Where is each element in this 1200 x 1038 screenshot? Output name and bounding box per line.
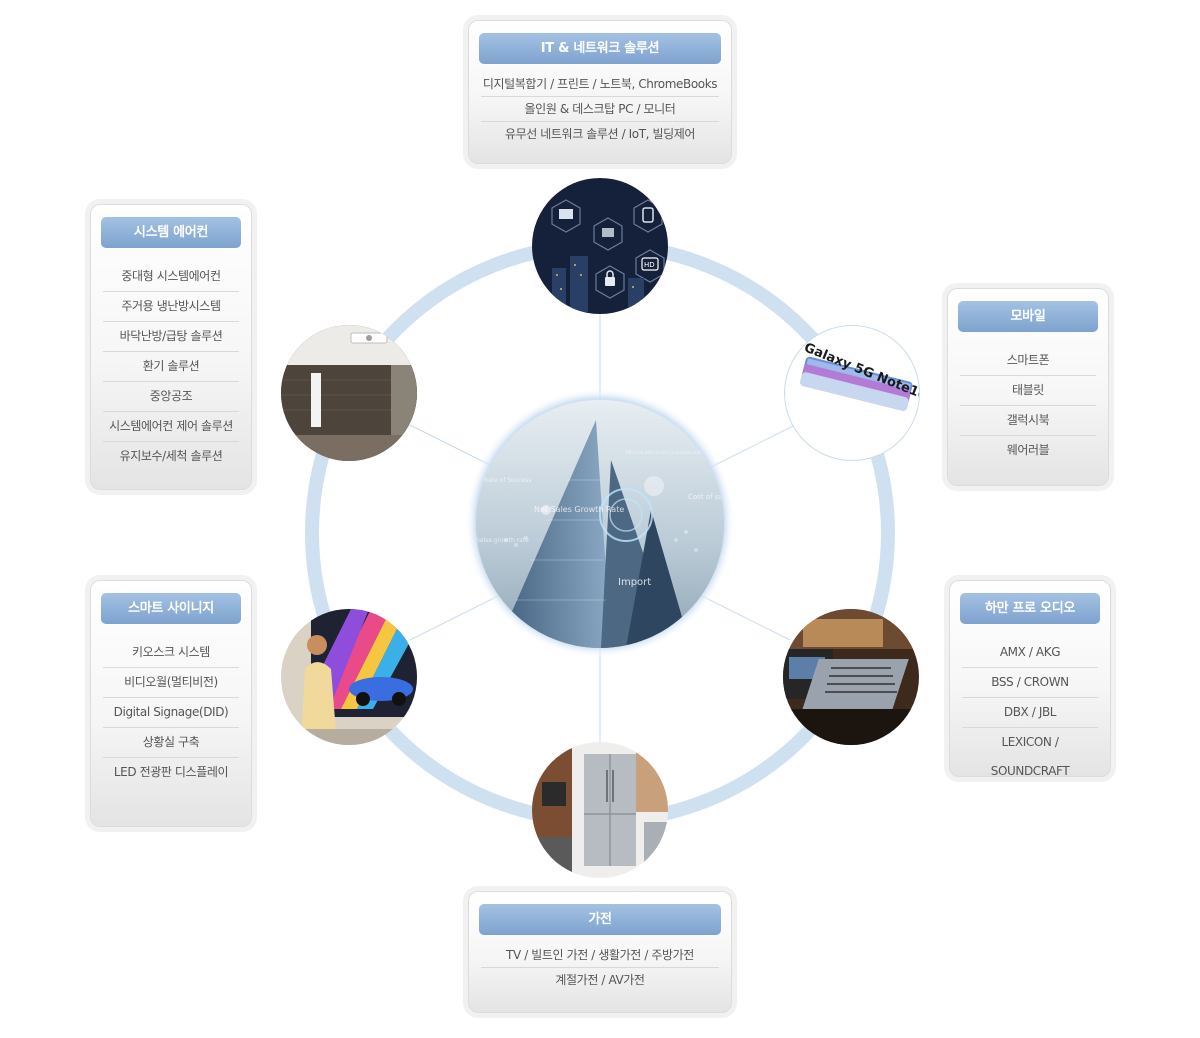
center-label-sales-growth: Sales growth rate — [476, 537, 529, 544]
card-mobile-title: 모바일 — [958, 301, 1098, 332]
card-item: 유무선 네트워크 솔루션 / IoT, 빌딩제어 — [504, 127, 696, 141]
center-label-success: Rate of Success — [484, 477, 532, 484]
card-mobile: 모바일 스마트폰 태블릿 갤럭시북 웨어러블 — [947, 288, 1109, 486]
card-item: 비디오월(멀티비전) — [103, 668, 239, 698]
card-harman-pro-audio-items: AMX / AKG BSS / CROWN DBX / JBL LEXICON … — [960, 638, 1100, 778]
card-item: 올인원 & 데스크탑 PC / 모니터 — [481, 97, 719, 122]
card-home-appliance-title: 가전 — [479, 904, 721, 935]
center-city-image: Net Sales Growth Rate Import Cost of sal… — [476, 400, 724, 648]
card-item: LED 전광판 디스플레이 — [113, 765, 229, 779]
card-home-appliance: 가전 TV / 빌트인 가전 / 생활가전 / 주방가전 계절가전 / AV가전 — [468, 891, 732, 1013]
card-item: 디지털복합기 / 프린트 / 노트북, ChromeBooks — [481, 72, 719, 97]
card-mobile-items: 스마트폰 태블릿 갤럭시북 웨어러블 — [958, 346, 1098, 465]
card-it-network-title: IT & 네트워크 솔루션 — [479, 33, 721, 64]
card-item: Digital Signage(DID) — [103, 698, 239, 728]
center-label-cost: Cost of sales — [688, 493, 724, 501]
card-item: DBX / JBL — [962, 698, 1098, 728]
card-item: 환기 솔루션 — [103, 352, 239, 382]
card-home-appliance-items: TV / 빌트인 가전 / 생활가전 / 주방가전 계절가전 / AV가전 — [479, 943, 721, 992]
card-item: 유지보수/세척 솔루션 — [119, 449, 223, 463]
center-label-net-sales: Net Sales Growth Rate — [534, 505, 624, 514]
pro-audio-image — [783, 609, 919, 745]
card-harman-pro-audio-title: 하만 프로 오디오 — [960, 593, 1100, 624]
card-item: 주거용 냉난방시스템 — [103, 292, 239, 322]
it-network-image: HD — [532, 178, 668, 314]
card-system-aircon-items: 중대형 시스템에어컨 주거용 냉난방시스템 바닥난방/급탕 솔루션 환기 솔루션… — [101, 262, 241, 471]
card-item: 태블릿 — [960, 376, 1096, 406]
center-label-import: Import — [618, 577, 651, 588]
card-item: AMX / AKG — [962, 638, 1098, 668]
card-it-network-items: 디지털복합기 / 프린트 / 노트북, ChromeBooks 올인원 & 데스… — [479, 72, 721, 146]
signage-image — [281, 609, 417, 745]
mobile-image: Galaxy 5G Note10 — [784, 325, 920, 461]
card-system-aircon: 시스템 에어컨 중대형 시스템에어컨 주거용 냉난방시스템 바닥난방/급탕 솔루… — [90, 204, 252, 490]
card-item: 중대형 시스템에어컨 — [103, 262, 239, 292]
card-item: 갤럭시북 — [960, 406, 1096, 436]
appliance-image — [532, 742, 668, 878]
center-label-inspection: Effective part of entry inspection and c… — [626, 450, 722, 455]
hd-label: HD — [644, 261, 655, 269]
card-item: BSS / CROWN — [962, 668, 1098, 698]
card-item: 상황실 구축 — [103, 728, 239, 758]
card-it-network: IT & 네트워크 솔루션 디지털복합기 / 프린트 / 노트북, Chrome… — [468, 20, 732, 164]
card-item: TV / 빌트인 가전 / 생활가전 / 주방가전 — [481, 943, 719, 968]
card-smart-signage-items: 키오스크 시스템 비디오월(멀티비전) Digital Signage(DID)… — [101, 638, 241, 787]
card-item: 스마트폰 — [960, 346, 1096, 376]
spoke-bottom-left — [409, 594, 501, 641]
card-smart-signage: 스마트 사이니지 키오스크 시스템 비디오월(멀티비전) Digital Sig… — [90, 580, 252, 827]
system-aircon-image — [281, 325, 417, 461]
card-system-aircon-title: 시스템 에어컨 — [101, 217, 241, 248]
card-harman-pro-audio: 하만 프로 오디오 AMX / AKG BSS / CROWN DBX / JB… — [949, 580, 1111, 778]
card-item: 웨어러블 — [1006, 443, 1050, 457]
card-item: LEXICON / SOUNDCRAFT — [990, 735, 1070, 778]
card-item: 바닥난방/급탕 솔루션 — [103, 322, 239, 352]
card-smart-signage-title: 스마트 사이니지 — [101, 593, 241, 624]
card-item: 키오스크 시스템 — [103, 638, 239, 668]
spoke-bottom-right — [699, 594, 791, 641]
card-item: 계절가전 / AV가전 — [555, 973, 645, 987]
card-item: 시스템에어컨 제어 솔루션 — [103, 412, 239, 442]
card-item: 중앙공조 — [103, 382, 239, 412]
